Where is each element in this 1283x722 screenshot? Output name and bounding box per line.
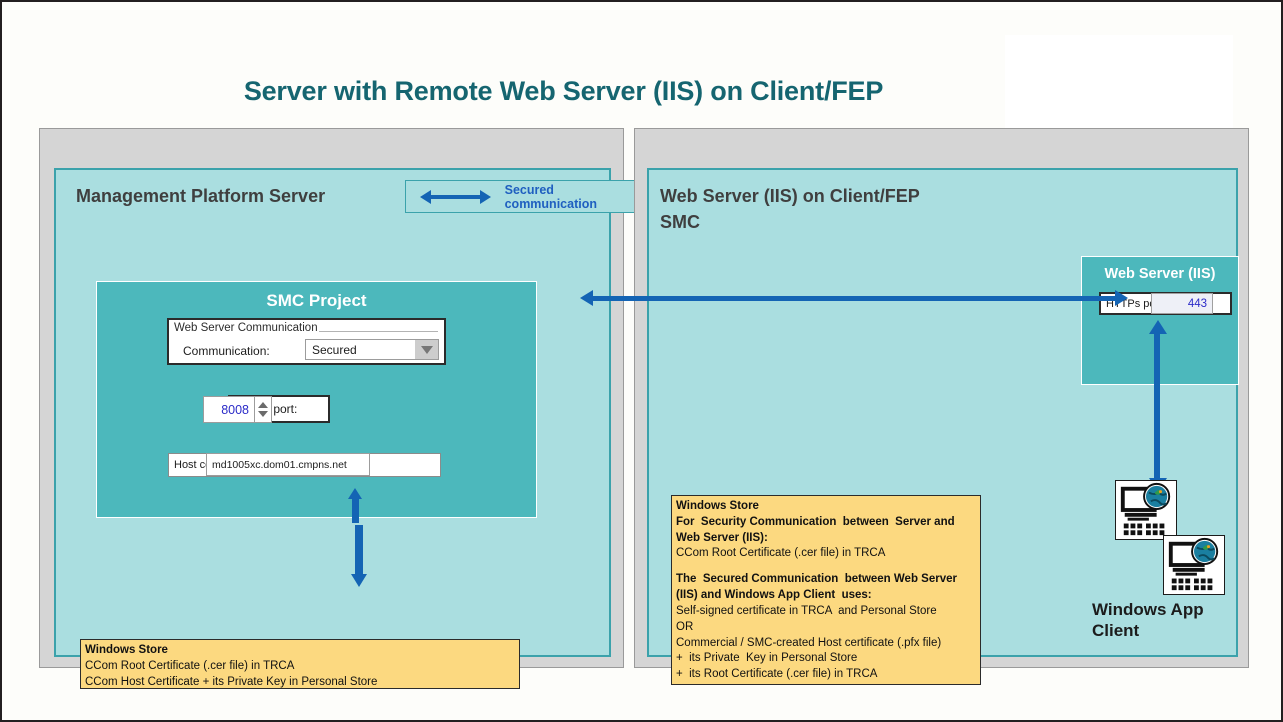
communication-select-value: Secured [312, 342, 357, 357]
note-line: Commercial / SMC-created Host certificat… [676, 636, 942, 649]
ccom-port-input[interactable]: 8008 [203, 396, 255, 423]
arrow-to-host-certificate [351, 525, 367, 587]
right-panel-title: Web Server (IIS) on Client/FEP SMC [660, 186, 920, 232]
web-server-iis-panel: Web Server (IIS) on Client/FEP SMC Web S… [647, 168, 1239, 685]
note-line: Web Server (IIS): [676, 531, 768, 544]
right-outer-frame: Web Server (IIS) on Client/FEP SMC Web S… [634, 128, 1249, 685]
note-line-spacer [676, 562, 976, 572]
left-outer-frame: Management Platform Server Secured commu… [39, 128, 648, 689]
smc-project-box: SMC Project Web Server Communication Com… [96, 281, 537, 518]
web-server-iis-title: Web Server (IIS) [1104, 266, 1216, 282]
https-port-input[interactable]: 443 [1151, 293, 1213, 314]
note-line: CCom Root Certificate (.cer file) in TRC… [85, 659, 295, 672]
computer-globe-icon [1115, 480, 1177, 540]
chevron-down-icon[interactable] [415, 340, 438, 359]
left-panel-title: Management Platform Server [76, 186, 326, 206]
management-platform-server-panel: Management Platform Server Secured commu… [54, 168, 648, 689]
iis-to-client-arrow [1149, 320, 1167, 492]
note-line: For Security Communication between Serve… [676, 515, 955, 528]
web-server-iis-box: Web Server (IIS) HTTPs port: 443 [1081, 256, 1239, 385]
secured-communication-arrow [580, 290, 1128, 307]
left-windows-store-note: Windows Store CCom Root Certificate (.ce… [80, 639, 520, 689]
group-rule [319, 331, 438, 332]
https-port-value: 443 [1187, 297, 1207, 310]
note-line: CCom Host Certificate + its Private Key … [85, 675, 378, 688]
note-line: CCom Root Certificate (.cer file) in TRC… [676, 547, 886, 560]
note-line: OR [676, 620, 694, 633]
legend-secured-communication: Secured communication [405, 180, 648, 213]
note-line: The Secured Communication between Web Se… [676, 573, 957, 586]
smc-project-title: SMC Project [266, 291, 367, 310]
spinner-arrows-icon[interactable] [255, 396, 272, 423]
double-arrow-icon [420, 189, 491, 204]
right-windows-store-note: Windows Store For Security Communication… [671, 495, 981, 685]
decorative-overlay-rect [1005, 35, 1233, 128]
legend-label: Secured communication [504, 182, 597, 211]
communication-field-label: Communication: [183, 344, 270, 358]
host-certificate-input[interactable]: md1005xc.dom01.cmpns.net [206, 453, 370, 476]
web-server-communication-group: Web Server Communication Communication: … [167, 318, 446, 365]
note-line: Self-signed certificate in TRCA and Pers… [676, 604, 937, 617]
note-line: + its Root Certificate (.cer file) in TR… [676, 668, 878, 681]
spinner-down-icon[interactable] [258, 411, 268, 417]
note-line: Windows Store [676, 500, 759, 512]
note-line: (IIS) and Windows App Client uses: [676, 589, 872, 602]
ccom-port-value: 8008 [221, 402, 249, 417]
host-certificate-value: md1005xc.dom01.cmpns.net [212, 458, 347, 471]
communication-select[interactable]: Secured [305, 339, 439, 360]
page-title: Server with Remote Web Server (IIS) on C… [243, 76, 884, 106]
note-line: + its Private Key in Personal Store [676, 652, 858, 665]
spinner-up-icon[interactable] [258, 402, 268, 408]
windows-app-client-label: Windows App Client [1092, 600, 1204, 641]
group-legend-label: Web Server Communication [174, 322, 323, 334]
note-line: Windows Store [85, 644, 168, 656]
computer-globe-icon [1163, 535, 1225, 595]
arrow-to-communication-dropdown [348, 488, 362, 523]
